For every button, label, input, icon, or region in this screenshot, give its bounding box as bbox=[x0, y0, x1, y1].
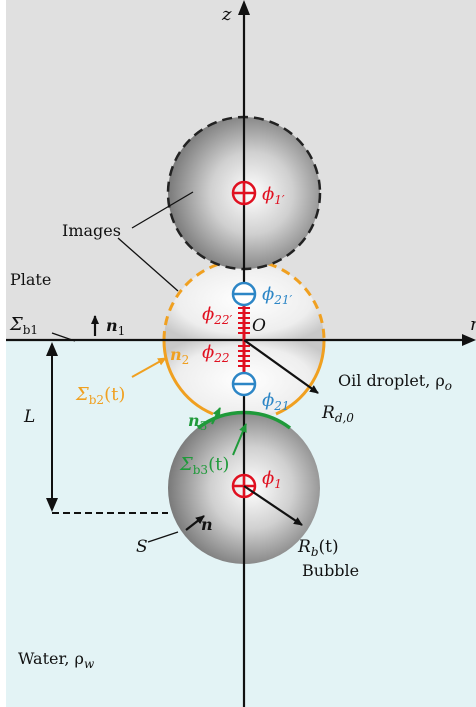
water-label: Water, ρw bbox=[18, 649, 95, 671]
L-label: L bbox=[23, 407, 35, 427]
n1-label: n1 bbox=[106, 316, 125, 338]
sigma-b2-interface bbox=[162, 339, 214, 416]
sigma-b1-leader bbox=[51, 332, 76, 342]
phi22-prime-label: ϕ22′ bbox=[202, 304, 233, 327]
oil-droplet-label: Oil droplet, ρo bbox=[338, 371, 452, 393]
bubble-label: Bubble bbox=[302, 561, 359, 580]
phi21-sink bbox=[231, 371, 257, 397]
z-axis-arrowhead bbox=[238, 0, 250, 15]
s-leader bbox=[147, 531, 179, 543]
L-arrow-top bbox=[46, 342, 58, 356]
phi22-label: ϕ22 bbox=[202, 342, 230, 365]
r-axis-arrowhead bbox=[462, 334, 476, 346]
L-arrow-bottom bbox=[46, 498, 58, 512]
n3-arrow bbox=[211, 407, 221, 425]
phi22-ticks bbox=[238, 345, 250, 367]
phi22-prime-ticks bbox=[238, 307, 250, 334]
sigma-b3-pointer bbox=[232, 423, 247, 456]
phi1-prime-source bbox=[231, 180, 257, 206]
sigma-b1-label: Σb1 bbox=[9, 314, 38, 337]
rd0-label: Rd,0 bbox=[321, 403, 354, 425]
r-axis-label: r bbox=[470, 314, 476, 335]
n3-label: n3 bbox=[188, 411, 207, 433]
phi21-prime-label: ϕ21′ bbox=[262, 284, 293, 307]
z-axis-label: z bbox=[221, 4, 232, 25]
phi1-label: ϕ1 bbox=[262, 468, 282, 491]
s-label: S bbox=[136, 537, 148, 557]
sigma-b2-pointer bbox=[131, 357, 167, 378]
rd0-radius-arrow bbox=[243, 339, 319, 394]
phi21-label: ϕ21 bbox=[262, 390, 290, 413]
images-leader-1 bbox=[131, 191, 194, 229]
phi21-prime-sink bbox=[231, 281, 257, 307]
n-label: n bbox=[201, 515, 213, 534]
images-label: Images bbox=[62, 221, 121, 240]
n2-label: n2 bbox=[170, 345, 189, 367]
rb-label: Rb(t) bbox=[297, 537, 339, 559]
sigma-b3-label: Σb3(t) bbox=[179, 454, 229, 477]
origin-label: O bbox=[252, 316, 266, 336]
sigma-b2-interface-right bbox=[275, 339, 326, 416]
phi1-prime-label: ϕ1′ bbox=[262, 184, 285, 207]
images-leader-2 bbox=[117, 237, 179, 292]
sigma-b2-label: Σb2(t) bbox=[75, 384, 125, 407]
n-arrow bbox=[185, 515, 205, 531]
rb-radius-arrow bbox=[243, 485, 303, 526]
plate-label: Plate bbox=[10, 270, 51, 289]
